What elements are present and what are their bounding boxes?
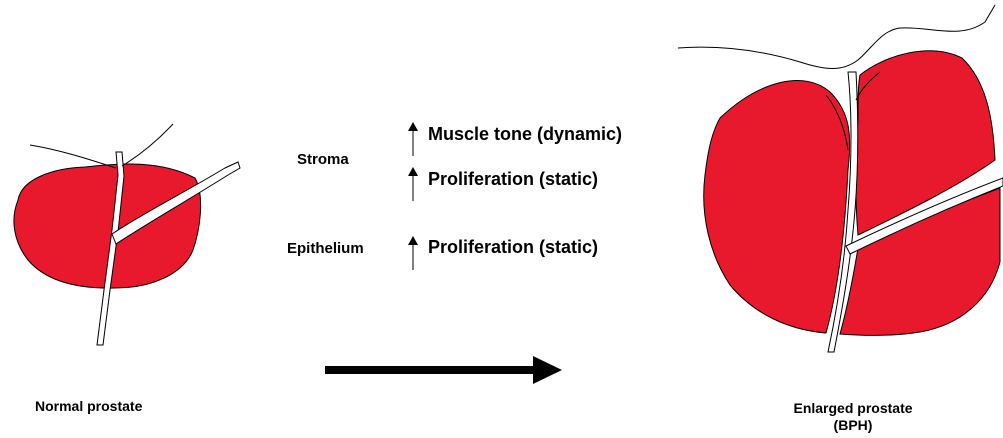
muscle-tone-effect: Muscle tone (dynamic) — [428, 124, 622, 145]
epithelium-label: Epithelium — [287, 240, 364, 257]
normal-prostate-caption: Normal prostate — [35, 398, 142, 414]
enlarged-prostate-left-lobe — [704, 80, 850, 333]
enlarged-prostate-caption-line2: (BPH) — [778, 417, 928, 434]
enlarged-prostate-caption-line1: Enlarged prostate — [778, 400, 928, 417]
enlarged-prostate-caption: Enlarged prostate (BPH) — [778, 400, 928, 434]
right-arrow-icon — [325, 356, 562, 384]
up-arrow-icon — [407, 236, 419, 270]
epithelium-proliferation-effect: Proliferation (static) — [428, 237, 598, 258]
up-arrow-icon — [407, 122, 419, 156]
up-arrow-icon — [407, 167, 419, 201]
stroma-label: Stroma — [297, 151, 349, 168]
stroma-proliferation-effect: Proliferation (static) — [428, 169, 598, 190]
enlarged-prostate — [678, 5, 1003, 352]
normal-prostate — [14, 124, 240, 345]
